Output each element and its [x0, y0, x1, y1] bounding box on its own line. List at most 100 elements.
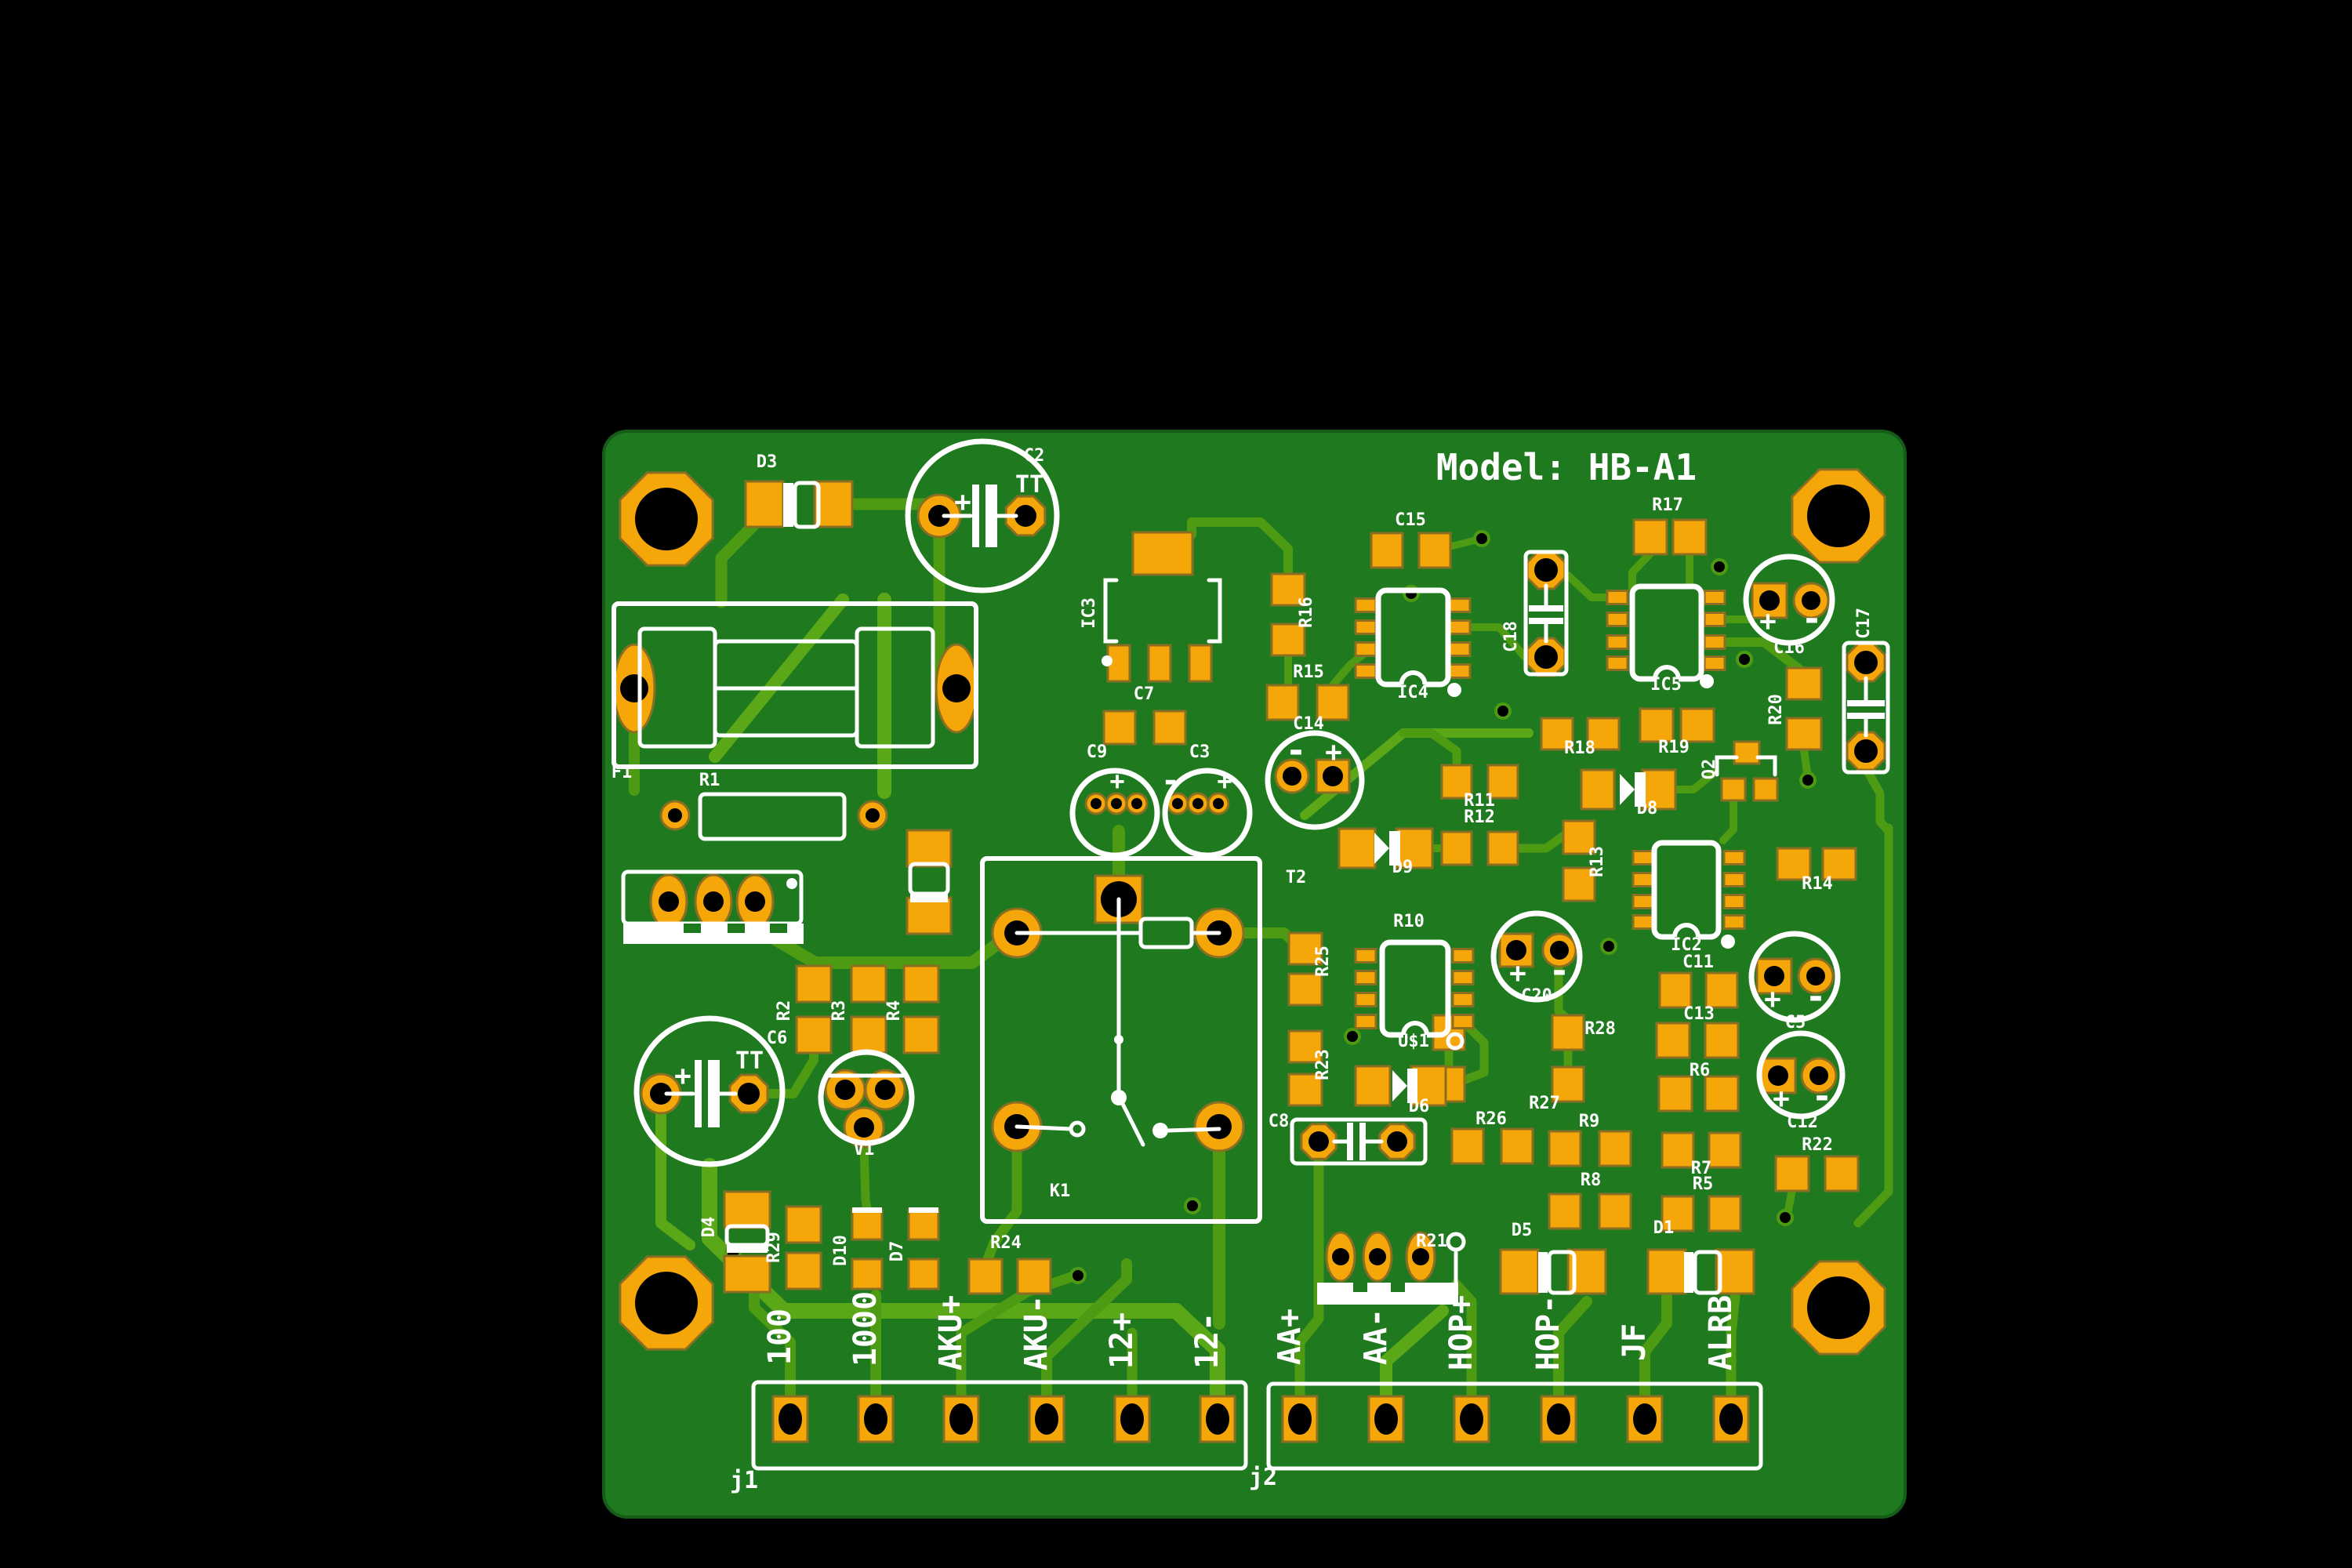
silk-bar [985, 485, 997, 547]
silkscreen-label-12+: 12+ [1104, 1312, 1140, 1369]
silkscreen-label-d1: D1 [1653, 1218, 1675, 1238]
via [1736, 651, 1753, 668]
smd-pad [1722, 894, 1746, 909]
smd-pad [1632, 914, 1655, 930]
silkscreen-label--: - [1812, 1076, 1833, 1116]
smd-pad [850, 1015, 887, 1054]
silk-circle [1748, 931, 1841, 1023]
smd-pad [1500, 1127, 1534, 1165]
silkscreen-label-d7: D7 [887, 1241, 907, 1262]
smd-pad [1016, 1258, 1052, 1295]
pad-hole [1213, 798, 1224, 809]
smd-pad [1715, 1248, 1755, 1295]
smd-pad [1270, 622, 1306, 657]
silk-line [1014, 1124, 1073, 1131]
smd-pad [1703, 655, 1726, 671]
smd-pad [1722, 872, 1746, 887]
smd-pad [1606, 634, 1629, 650]
silk-line [1715, 755, 1739, 777]
smd-pad [1287, 972, 1323, 1007]
silkscreen-label-tt: TT [1015, 471, 1044, 499]
silk-notch [1391, 1283, 1405, 1292]
smd-pad [1704, 971, 1739, 1009]
smd-pad [1562, 819, 1596, 855]
board-outline [602, 430, 1907, 1519]
pad-hole [620, 674, 648, 702]
smd-pad [1586, 717, 1621, 751]
silk-line [1166, 1127, 1221, 1133]
silkscreen-label-c6: C6 [767, 1029, 788, 1048]
diode-triangle [1620, 774, 1635, 805]
copper-trace [859, 1142, 872, 1214]
silkscreen-label-d6: D6 [1409, 1097, 1430, 1116]
silkscreen-label-v1: V1 [854, 1140, 875, 1160]
silkscreen-label-d9: D9 [1392, 858, 1414, 877]
silkscreen-label-r20: R20 [1766, 694, 1786, 725]
silk-circle [1162, 768, 1253, 858]
silkscreen-label-c8: C8 [1269, 1112, 1290, 1131]
pad-hole [942, 674, 971, 702]
pad-hole [1412, 1248, 1429, 1265]
silkscreen-label-r25: R25 [1313, 946, 1333, 977]
pad-hole [1506, 940, 1526, 960]
silkscreen-label-aku+: AKU+ [933, 1295, 969, 1370]
silk-outline [1693, 1250, 1722, 1295]
smd-pad [1658, 971, 1693, 1009]
smd-pad [795, 1015, 833, 1054]
smd-pad [1354, 992, 1377, 1007]
silk-bar [1538, 1252, 1548, 1293]
via [1069, 1267, 1087, 1284]
silkscreen-label-+: + [954, 486, 971, 518]
pad-hole [1283, 767, 1301, 786]
pad-hole [1854, 651, 1878, 674]
silkscreen-label-c20: C20 [1521, 986, 1552, 1006]
smd-pad [1147, 644, 1172, 683]
smd-pad [1632, 518, 1668, 556]
copper-trace [709, 593, 849, 763]
via [1344, 1028, 1361, 1045]
smd-pad [1704, 1075, 1740, 1112]
silkscreen-label-jf: JF [1617, 1323, 1653, 1361]
copper-trace [715, 517, 761, 608]
silk-circle [633, 1015, 786, 1167]
smd-pad [1785, 717, 1823, 751]
smd-pad [1752, 777, 1779, 802]
smd-pad [902, 1015, 940, 1054]
pad-hole [1550, 941, 1569, 960]
silkscreen-label-r5: R5 [1693, 1174, 1714, 1194]
smd-pad [1703, 590, 1726, 605]
copper-trace [982, 1121, 1022, 1265]
silk-circle [1265, 730, 1365, 830]
pad-hole [1768, 1065, 1788, 1086]
silkscreen-label-c12: C12 [1787, 1112, 1818, 1132]
silkscreen-label-r11: R11 [1464, 791, 1495, 811]
silkscreen-label-c15: C15 [1395, 510, 1426, 530]
silk-dot [1102, 655, 1112, 666]
pad-hole [854, 1117, 874, 1138]
copper-trace [1187, 517, 1293, 578]
silkscreen-label-+: + [1773, 1083, 1790, 1115]
smd-pad [1606, 590, 1629, 605]
silk-ring [1446, 1032, 1465, 1051]
silkscreen-label-ic4: IC4 [1397, 683, 1428, 702]
silkscreen-label-+: + [674, 1060, 691, 1092]
smd-pad [1720, 777, 1747, 802]
silkscreen-label-r9: R9 [1579, 1112, 1600, 1131]
smd-pad [1548, 1192, 1582, 1230]
smd-pad [1354, 641, 1377, 657]
pad-hole [1131, 798, 1142, 809]
smd-pad [1657, 1075, 1693, 1112]
smd-pad [1785, 666, 1823, 701]
silkscreen-label--: - [1806, 977, 1827, 1017]
smd-pad [1703, 634, 1726, 650]
pad-hole [1374, 1403, 1398, 1435]
diode-triangle [1392, 1070, 1407, 1102]
silkscreen-label-ic3: IC3 [1080, 597, 1099, 629]
silkscreen-label-r10: R10 [1393, 912, 1425, 931]
via [1473, 530, 1490, 547]
smd-pad [1606, 612, 1629, 627]
smd-pad [902, 964, 940, 1004]
smd-pad [723, 1190, 771, 1229]
silk-line [1755, 755, 1777, 777]
